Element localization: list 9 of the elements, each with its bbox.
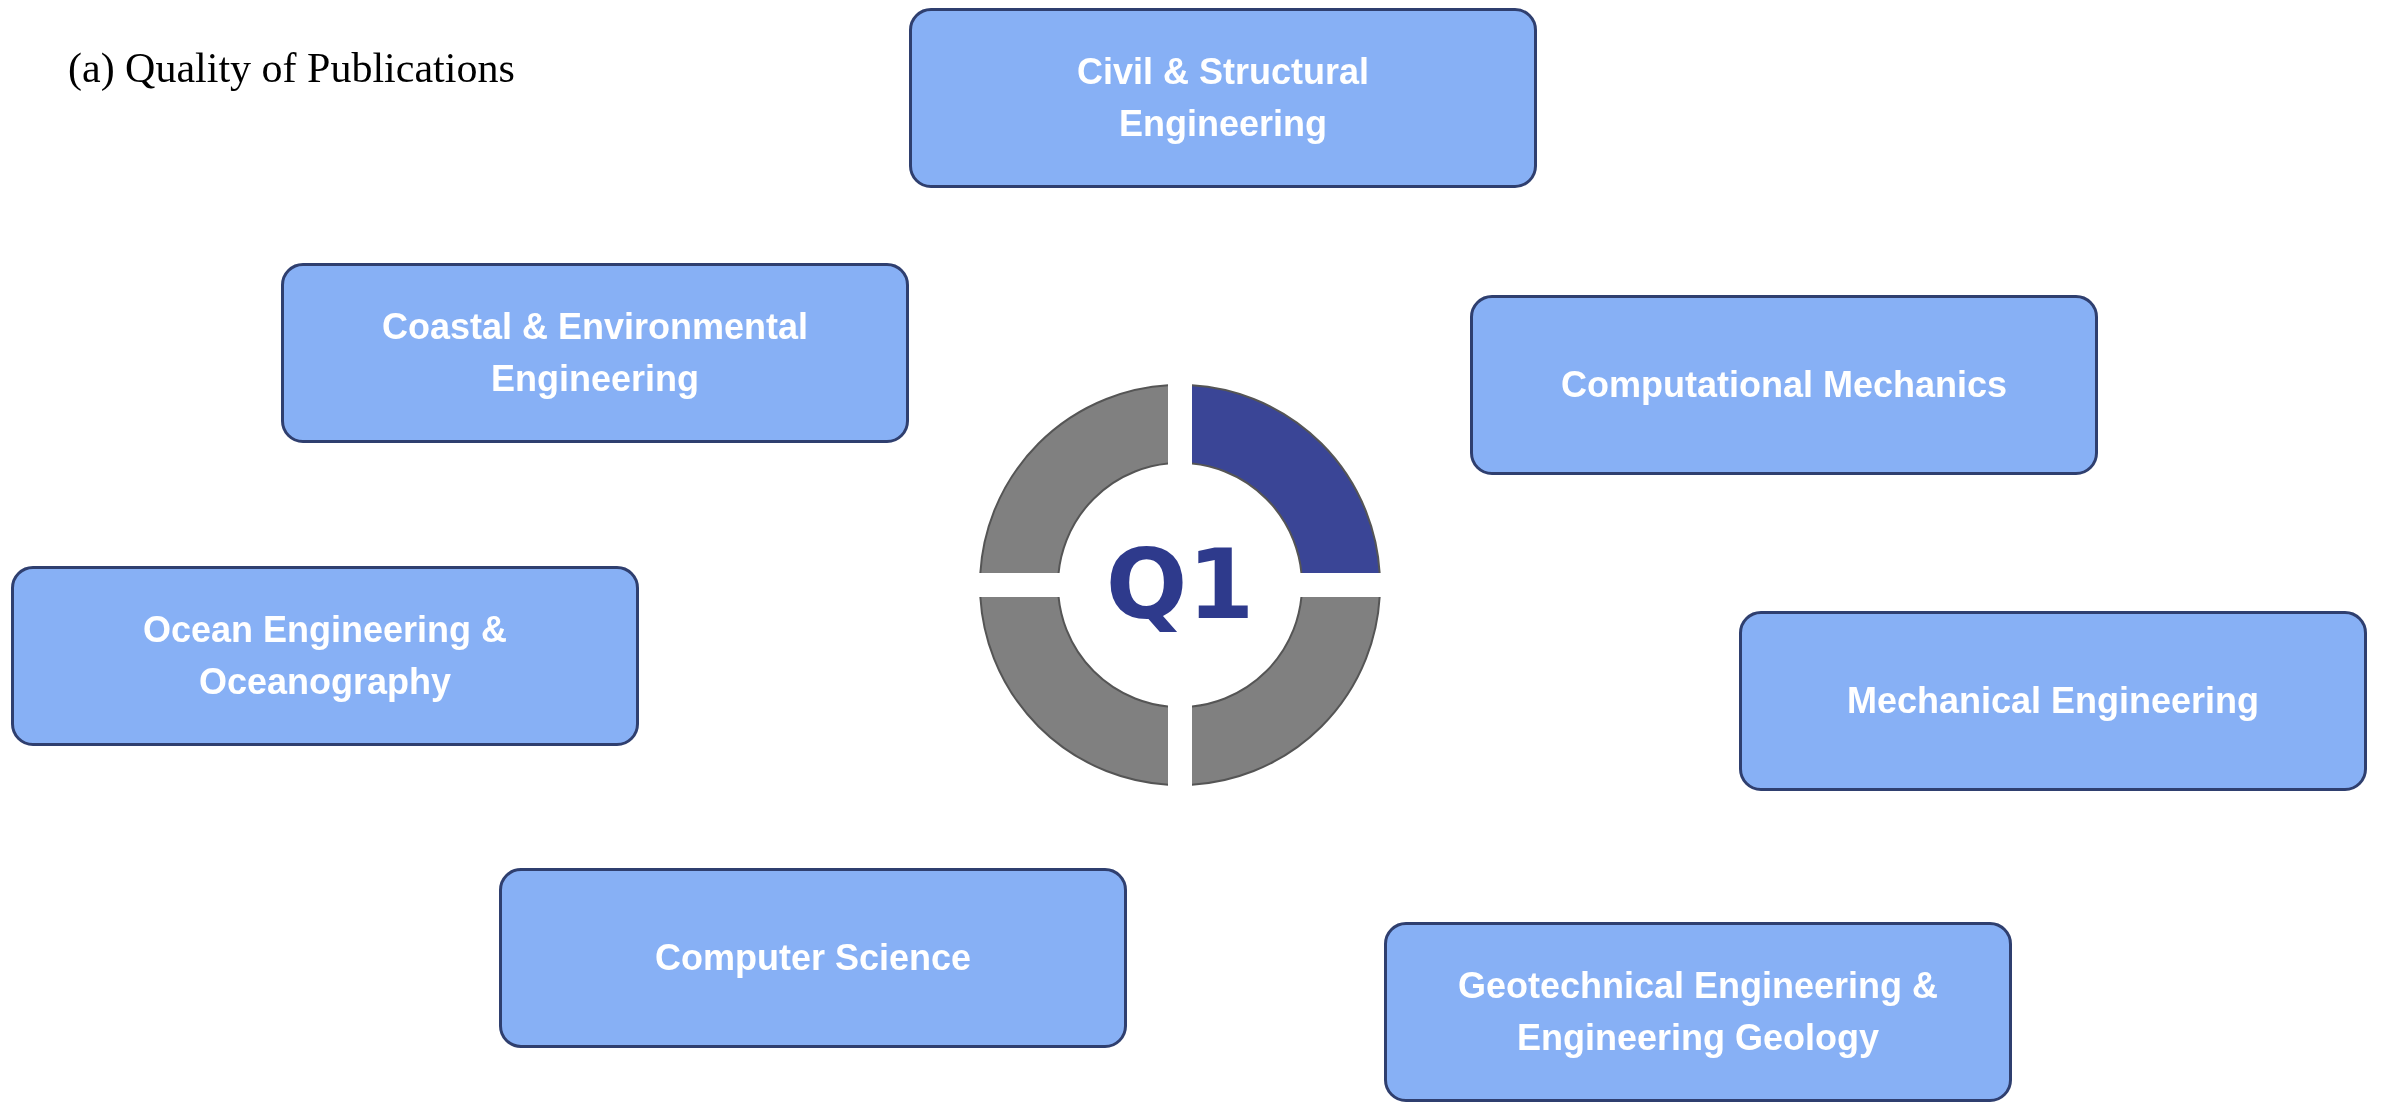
category-box: Ocean Engineering & Oceanography	[11, 566, 639, 746]
category-box: Geotechnical Engineering & Engineering Geology	[1384, 922, 2012, 1102]
category-box: Mechanical Engineering	[1739, 611, 2367, 791]
quartile-label: Q1	[1105, 537, 1255, 633]
category-box: Computational Mechanics	[1470, 295, 2098, 475]
figure-title: (a) Quality of Publications	[68, 44, 515, 92]
category-box: Coastal & Environmental Engineering	[281, 263, 909, 443]
category-box: Computer Science	[499, 868, 1127, 1048]
category-box: Civil & Structural Engineering	[909, 8, 1537, 188]
